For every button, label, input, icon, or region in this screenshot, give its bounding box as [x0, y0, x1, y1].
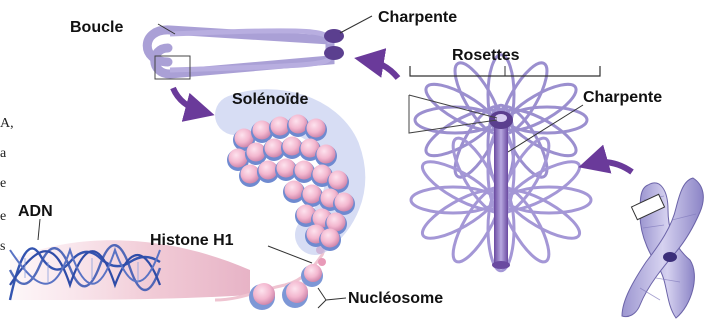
arrow-loop-to-solenoid — [173, 88, 203, 112]
fragment-3: e — [0, 176, 6, 191]
label-histone-h1: Histone H1 — [150, 232, 234, 249]
fragment-4: e — [0, 209, 6, 224]
leader-line-charpente-top — [340, 16, 372, 33]
chromosome-icon — [622, 178, 703, 318]
label-adn: ADN — [18, 203, 53, 220]
label-charpente-top: Charpente — [378, 9, 457, 26]
label-charpente-right: Charpente — [583, 89, 662, 106]
nucleosome-bead-icon — [301, 264, 323, 287]
fragment-5: s — [0, 239, 5, 254]
cropped-text-fragments: A, a e e s — [0, 116, 14, 254]
histone-h1-dot — [318, 258, 326, 266]
label-boucle: Boucle — [70, 19, 123, 36]
fragment-2: a — [0, 146, 7, 161]
arrow-chromosome-to-rosette — [590, 162, 632, 172]
fragment-1: A, — [0, 116, 14, 131]
scaffold-icon — [324, 29, 344, 43]
nucleosome-bead-icon — [249, 283, 275, 310]
chromatin-loop-icon — [147, 16, 372, 79]
label-rosettes: Rosettes — [452, 47, 520, 64]
scaffold-icon — [494, 125, 508, 265]
arrow-rosette-to-loop — [366, 60, 398, 78]
nucleosome-bracket — [318, 288, 346, 308]
label-nucleosome: Nucléosome — [348, 290, 443, 307]
dna-helix-icon — [10, 240, 250, 300]
solenoid-fiber-icon — [227, 109, 355, 251]
leader-line-adn — [38, 219, 40, 240]
scaffold-icon — [324, 46, 344, 60]
label-solenoide: Solénoïde — [232, 91, 309, 108]
rosette-icon — [409, 55, 600, 271]
